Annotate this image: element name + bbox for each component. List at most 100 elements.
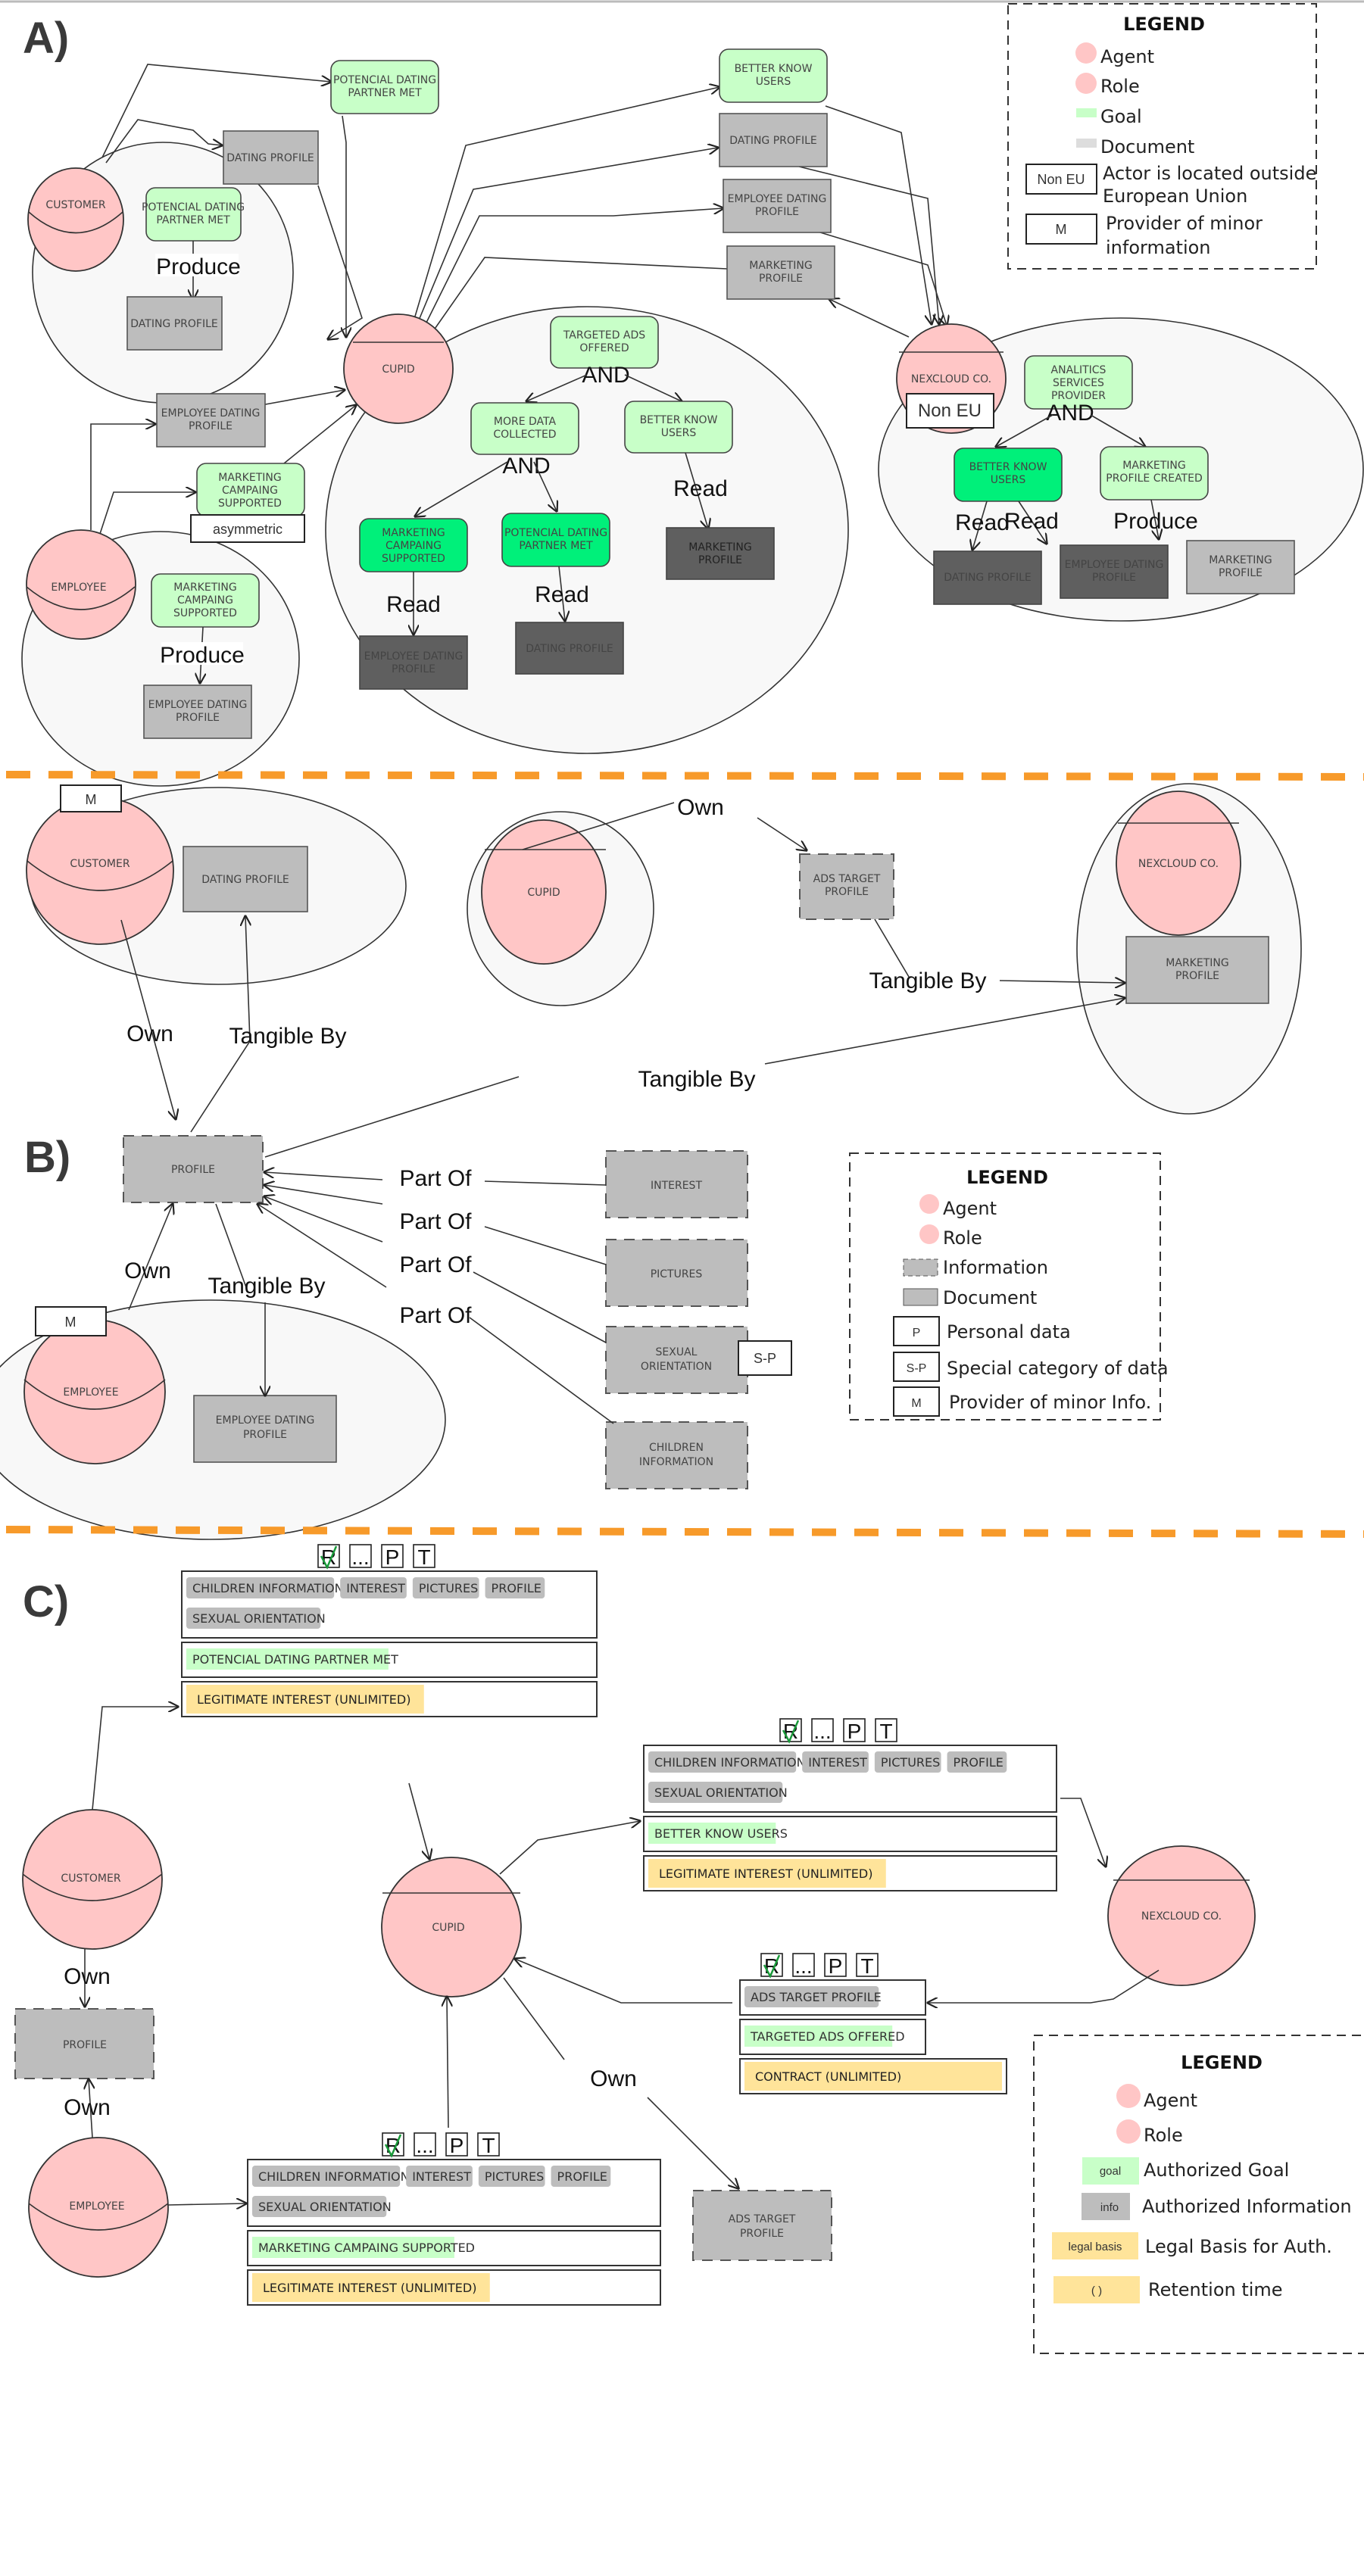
nexcloud-agent-c[interactable]: NEXCLOUD CO.	[1107, 1845, 1256, 1986]
check-icon	[782, 1720, 800, 1744]
customer-document[interactable]	[126, 296, 223, 351]
employee-goal-box[interactable]	[151, 573, 260, 628]
flag-box-3[interactable]	[856, 1953, 879, 1977]
goal-marketing-created[interactable]	[1100, 446, 1209, 501]
flag-box-2[interactable]	[445, 2132, 468, 2157]
info-chip[interactable]	[252, 2196, 387, 2217]
info-chip[interactable]	[412, 1577, 479, 1598]
goal-chip[interactable]	[252, 2237, 454, 2258]
info-chip[interactable]	[478, 2166, 545, 2187]
flag-label-1: ...	[416, 2134, 433, 2157]
employee-role[interactable]: EMPLOYEE	[26, 529, 136, 640]
goal-chip[interactable]	[648, 1823, 776, 1844]
doc-dating-profile-b[interactable]	[183, 846, 308, 912]
goal-better-know-users[interactable]	[719, 48, 828, 103]
read-label-3: Read	[535, 582, 589, 607]
doc-employee-nexcloud[interactable]	[1060, 544, 1169, 599]
flag-box-1[interactable]	[811, 1718, 834, 1742]
customer-role-c[interactable]: CUSTOMER	[22, 1809, 163, 1950]
legal-chip[interactable]	[186, 1685, 424, 1714]
flag-box-2[interactable]	[381, 1544, 404, 1568]
svg-text:Provider of minor Info.: Provider of minor Info.	[949, 1392, 1151, 1413]
info-ads-target-c[interactable]	[692, 2190, 832, 2261]
nexcloud-agent-b[interactable]: NEXCLOUD CO.	[1116, 791, 1241, 936]
info-chip[interactable]	[186, 1577, 335, 1598]
doc-employee-dating-profile[interactable]	[156, 393, 266, 448]
doc-dating-profile-right[interactable]	[719, 113, 828, 167]
info-sexual-orientation[interactable]	[605, 1326, 748, 1394]
info-chip-label: SEXUAL ORIENTATION	[192, 1611, 326, 1626]
legal-chip[interactable]	[252, 2273, 490, 2302]
doc-marketing-dark[interactable]	[666, 527, 775, 580]
info-pictures[interactable]	[605, 1239, 748, 1307]
svg-text:LEGEND: LEGEND	[1181, 2052, 1263, 2073]
info-chip[interactable]	[340, 1577, 407, 1598]
flag-box-1[interactable]	[349, 1544, 372, 1568]
flag-box-1[interactable]	[414, 2132, 436, 2157]
customer-role-b[interactable]: CUSTOMER	[26, 797, 174, 945]
info-chip[interactable]	[252, 2166, 401, 2187]
info-chip[interactable]	[406, 2166, 473, 2187]
info-children-information[interactable]	[605, 1421, 748, 1489]
panel-b-relation-labels: Own Tangible By Own Tangible By Tangible…	[124, 795, 986, 1328]
doc-dating-nexcloud[interactable]	[933, 550, 1042, 605]
svg-text:Role: Role	[943, 1227, 982, 1249]
info-ads-target-b[interactable]	[799, 853, 894, 920]
flag-box-2[interactable]	[843, 1718, 866, 1742]
goal-chip[interactable]	[744, 2026, 893, 2047]
goal-chip[interactable]	[186, 1648, 389, 1670]
flag-box-2[interactable]	[824, 1953, 847, 1977]
doc-dating-dark[interactable]	[515, 622, 624, 675]
info-chip[interactable]	[744, 1986, 879, 2007]
cupid-agent-c[interactable]: CUPID	[381, 1857, 522, 1997]
doc-employee-dating-b[interactable]	[193, 1395, 337, 1463]
goal-potencial-dating[interactable]	[330, 60, 439, 114]
info-chip-label: CHILDREN INFORMATION	[192, 1581, 344, 1595]
employee-role-b[interactable]: EMPLOYEE	[23, 1319, 166, 1464]
goal-better-know-cupid[interactable]	[624, 401, 733, 454]
info-chip[interactable]	[648, 1751, 797, 1773]
doc-employee-dark[interactable]	[359, 635, 468, 690]
cupid-agent-b[interactable]: CUPID	[481, 819, 607, 965]
info-chip[interactable]	[485, 1577, 545, 1598]
legal-chip[interactable]	[744, 2062, 1002, 2091]
svg-text:info: info	[1100, 2201, 1119, 2214]
doc-dating-profile[interactable]	[223, 130, 319, 185]
flag-box-3[interactable]	[477, 2132, 500, 2157]
goal-targeted-ads[interactable]	[550, 316, 659, 369]
info-chip[interactable]	[802, 1751, 869, 1773]
flag-box-3[interactable]	[413, 1544, 435, 1568]
svg-text:PICTURES: PICTURES	[651, 1268, 703, 1280]
goal-better-know-nexcloud[interactable]	[954, 448, 1063, 502]
doc-employee-dating-right[interactable]	[723, 179, 832, 233]
info-chip[interactable]	[551, 2166, 611, 2187]
flag-box-1[interactable]	[792, 1953, 815, 1977]
info-profile-b[interactable]	[123, 1135, 264, 1203]
customer-role[interactable]: CUSTOMER	[27, 167, 124, 272]
info-interest[interactable]	[605, 1150, 748, 1218]
cupid-agent[interactable]: CUPID	[343, 313, 454, 424]
legal-chip[interactable]	[648, 1859, 886, 1888]
goal-analitics[interactable]	[1024, 355, 1133, 410]
employee-produce-label: Produce	[160, 643, 245, 668]
info-chip[interactable]	[947, 1751, 1007, 1773]
doc-marketing-nexcloud[interactable]	[1186, 540, 1295, 594]
info-chip[interactable]	[874, 1751, 941, 1773]
info-chip-label: SEXUAL ORIENTATION	[654, 1785, 788, 1800]
produce-label-bg	[155, 254, 239, 276]
employee-document[interactable]	[143, 685, 252, 739]
info-chip[interactable]	[186, 1608, 321, 1629]
info-chip[interactable]	[648, 1782, 783, 1803]
goal-more-data[interactable]	[470, 402, 579, 455]
doc-marketing-profile-b[interactable]	[1125, 936, 1269, 1004]
flag-box-3[interactable]	[875, 1718, 897, 1742]
goal-potencial-cupid[interactable]	[501, 513, 610, 567]
doc-marketing-profile-right[interactable]	[726, 245, 835, 300]
employee-role-c[interactable]: EMPLOYEE	[28, 2137, 169, 2278]
